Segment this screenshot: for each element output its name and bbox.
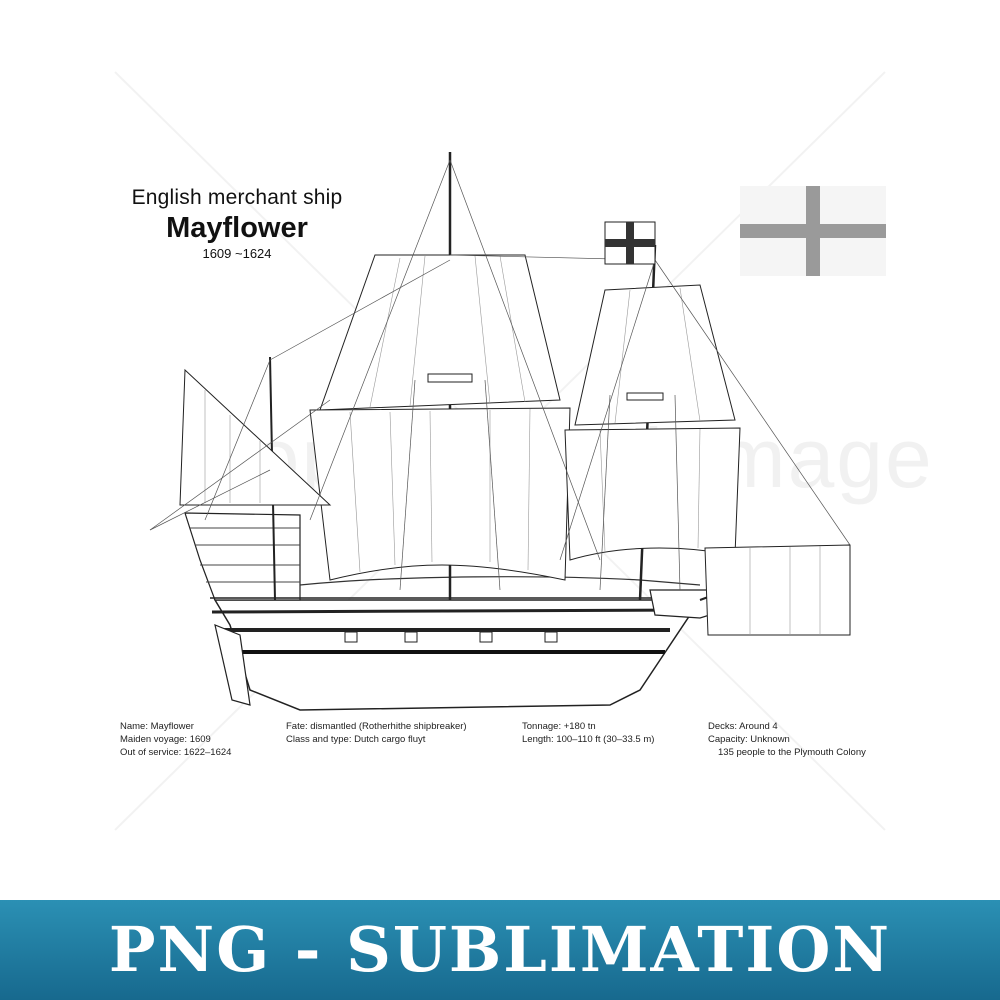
spec-name: Name: Mayflower bbox=[120, 721, 194, 732]
spec-people: 135 people to the Plymouth Colony bbox=[718, 747, 866, 758]
fore-course bbox=[564, 427, 741, 561]
stern-castle bbox=[184, 512, 301, 601]
specs-column-3: Tonnage: +180 tn Length: 100–110 ft (30–… bbox=[522, 720, 654, 746]
bottom-banner: PNG - SUBLIMATION bbox=[0, 900, 1000, 1000]
title-ship-name: Mayflower bbox=[166, 212, 308, 244]
england-flag bbox=[740, 186, 886, 276]
specs-column-1: Name: Mayflower Maiden voyage: 1609 Out … bbox=[120, 720, 231, 759]
mizzen-sail bbox=[179, 368, 332, 506]
spec-fate: Fate: dismantled (Rotherhithe shipbreake… bbox=[286, 721, 467, 732]
main-course bbox=[309, 407, 571, 581]
spritsail bbox=[704, 544, 851, 636]
spec-tonnage: Tonnage: +180 tn bbox=[522, 721, 596, 732]
spec-capacity: Capacity: Unknown bbox=[708, 734, 790, 745]
spec-length: Length: 100–110 ft (30–33.5 m) bbox=[522, 734, 655, 745]
spec-class: Class and type: Dutch cargo fluyt bbox=[286, 734, 426, 745]
spec-decks: Decks: Around 4 bbox=[708, 721, 778, 732]
specs-column-2: Fate: dismantled (Rotherhithe shipbreake… bbox=[286, 720, 467, 746]
main-topsail bbox=[319, 254, 561, 411]
ship-drawing-area: Copyrighted Image bbox=[112, 71, 932, 831]
ship-illustration bbox=[114, 71, 886, 831]
title-subtitle: English merchant ship bbox=[131, 186, 343, 209]
hull bbox=[213, 599, 702, 711]
banner-text: PNG - SUBLIMATION bbox=[108, 913, 892, 986]
spec-out-of-service: Out of service: 1622–1624 bbox=[120, 747, 232, 758]
fore-topsail bbox=[574, 284, 736, 426]
flag-cross-vertical bbox=[806, 186, 820, 276]
title-block: English merchant ship Mayflower 1609 ~16… bbox=[112, 186, 362, 261]
specs-column-4: Decks: Around 4 Capacity: Unknown 135 pe… bbox=[708, 720, 866, 759]
spec-maiden-voyage: Maiden voyage: 1609 bbox=[120, 734, 211, 745]
title-years: 1609 ~1624 bbox=[202, 246, 272, 261]
rudder bbox=[214, 624, 251, 706]
